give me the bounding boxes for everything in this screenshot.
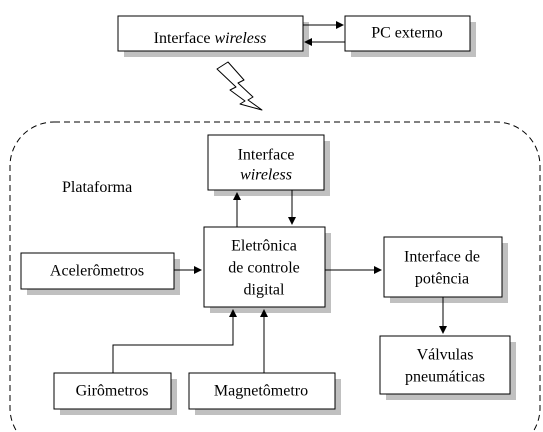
power-line2: potência (415, 271, 469, 288)
magnetometer-box: Magnetômetro (188, 372, 341, 415)
control-line3: digital (244, 282, 285, 299)
accelerometers-label: Acelerômetros (50, 263, 144, 280)
magnetometer-label: Magnetômetro (214, 383, 308, 400)
control-electronics-box: Eletrônica de controle digital (203, 226, 331, 313)
svg-text:Interface wireless: Interface wireless (154, 30, 267, 47)
pc-externo-label: PC externo (371, 25, 443, 42)
external-wireless-label: Interface (154, 30, 215, 47)
platform-wireless-line1: Interface (238, 147, 295, 164)
power-line1: Interface de (404, 249, 480, 266)
control-line2: de controle (228, 260, 300, 277)
pc-externo-box: PC externo (344, 15, 476, 57)
external-wireless-box: Interface wireless (117, 15, 309, 57)
control-line1: Eletrônica (231, 238, 297, 255)
platform-wireless-line2: wireless (240, 167, 292, 184)
gyrometers-label: Girômetros (76, 383, 149, 400)
pneumatic-valves-box: Válvulas pneumáticas (379, 335, 516, 400)
gyrometers-box: Girômetros (53, 372, 177, 415)
arrow-gyro-to-control (112, 309, 237, 373)
power-interface-box: Interface de potência (383, 236, 508, 303)
external-wireless-italic: wireless (214, 30, 266, 47)
accelerometers-box: Acelerômetros (20, 252, 180, 295)
valves-line2: pneumáticas (405, 369, 485, 386)
lightning-bolt-icon (216, 61, 263, 111)
platform-boundary (9, 121, 541, 432)
valves-line1: Válvulas (417, 347, 474, 364)
platform-wireless-box: Interface wireless (207, 134, 330, 196)
platform-label: Plataforma (62, 179, 132, 196)
